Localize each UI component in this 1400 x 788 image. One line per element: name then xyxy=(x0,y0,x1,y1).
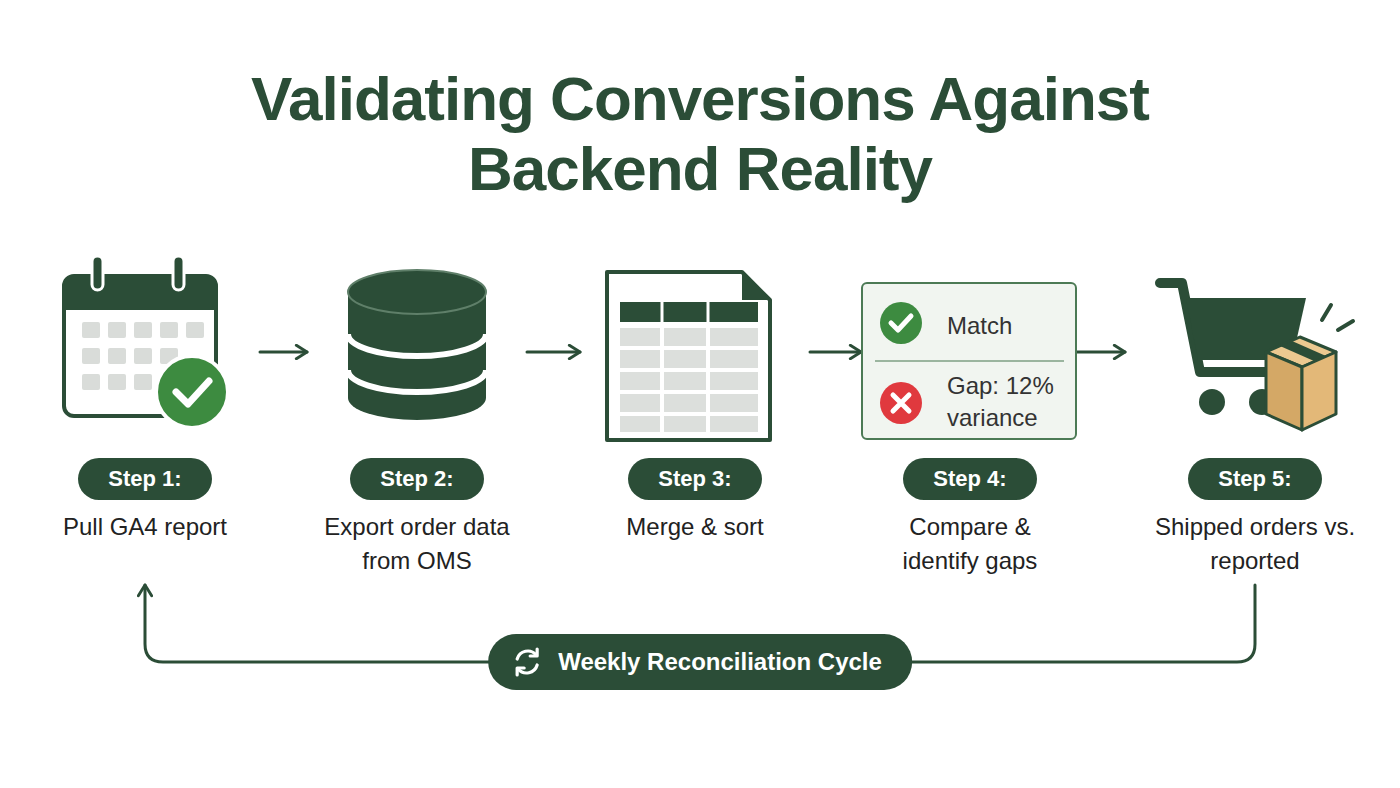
card-divider xyxy=(875,360,1064,362)
calendar-ring xyxy=(92,256,103,290)
result-card: MatchGap: 12% variance xyxy=(861,282,1077,440)
sheet-divider xyxy=(707,302,710,322)
match-badge xyxy=(880,302,922,344)
calendar-ring xyxy=(173,256,184,290)
sheet-cell xyxy=(664,372,706,390)
calendar-day xyxy=(82,374,100,390)
sheet-cells xyxy=(620,328,758,432)
cycle-arrow-head xyxy=(530,649,537,656)
match-text: Match xyxy=(947,310,1067,342)
step-number: Step 4: xyxy=(903,458,1036,500)
process-step: Step 2: Export order data from OMS xyxy=(307,255,527,585)
process-step: Step 1: Pull GA4 report xyxy=(30,255,260,585)
sheet-cell xyxy=(620,394,660,412)
step-number: Step 5: xyxy=(1188,458,1321,500)
cart-wheel xyxy=(1199,389,1225,415)
box-front xyxy=(1302,352,1336,430)
calendar-day xyxy=(160,322,178,338)
cross-mark xyxy=(893,395,909,411)
database-icon xyxy=(348,270,486,420)
diagram-title: Validating Conversions Against Backend R… xyxy=(250,64,1150,204)
calendar-body xyxy=(64,276,216,416)
sheet-cell xyxy=(710,328,758,346)
box-side xyxy=(1266,352,1302,430)
cycle-icon xyxy=(510,645,544,679)
step-description: Export order data from OMS xyxy=(307,510,527,578)
step-pill: Step 5: xyxy=(1125,458,1385,500)
cart-icon xyxy=(1160,283,1353,430)
flow-arrow xyxy=(810,351,861,354)
sparkle-line xyxy=(1338,321,1353,330)
calendar-day xyxy=(134,374,152,390)
step-number: Step 1: xyxy=(78,458,211,500)
step-description: Merge & sort xyxy=(580,510,810,544)
sheet-cell xyxy=(620,328,660,346)
calendar-day xyxy=(108,374,126,390)
sheet-page xyxy=(607,272,770,440)
sheet-cell xyxy=(620,350,660,368)
sheet-cell xyxy=(664,350,706,368)
calendar-day xyxy=(134,348,152,364)
step-number: Step 3: xyxy=(628,458,761,500)
card-symbols xyxy=(875,302,1064,424)
sheet-divider xyxy=(661,302,664,322)
box-tape xyxy=(1280,341,1326,361)
check-mark xyxy=(891,316,911,330)
step-pill: Step 2: xyxy=(307,458,527,500)
sparkle-line xyxy=(1322,305,1331,320)
calendar-header xyxy=(64,276,216,310)
database-band xyxy=(348,334,486,356)
process-step: Step 4: Compare & identify gaps MatchGap: … xyxy=(855,255,1085,585)
cycle-arrow-head xyxy=(517,668,524,675)
cart-wheel xyxy=(1249,389,1275,415)
sheet-cell xyxy=(664,328,706,346)
cart-basket xyxy=(1186,298,1306,360)
calendar-day xyxy=(108,348,126,364)
database-top xyxy=(348,270,486,314)
sheet-header xyxy=(620,302,758,322)
sheet-cell xyxy=(710,350,758,368)
step-description: Compare & identify gaps xyxy=(875,510,1065,578)
cycle-pill: Weekly Reconciliation Cycle xyxy=(488,634,912,690)
flow-arrow xyxy=(527,351,580,354)
gap-text: Gap: 12% variance xyxy=(947,370,1059,434)
sheet-cell xyxy=(710,372,758,390)
step-pill: Step 1: xyxy=(30,458,260,500)
calendar-icon xyxy=(64,256,228,428)
flow-arrow xyxy=(260,351,307,354)
sheet-cell xyxy=(710,416,758,432)
sheet-cell xyxy=(664,394,706,412)
cart-handle xyxy=(1160,283,1290,372)
calendar-day xyxy=(186,322,204,338)
database-body xyxy=(348,292,486,420)
gap-badge xyxy=(880,382,922,424)
calendar-day xyxy=(134,322,152,338)
process-step: Step 5: Shipped orders vs. reported xyxy=(1125,255,1385,585)
step-pill: Step 4: xyxy=(855,458,1085,500)
check-badge xyxy=(156,356,228,428)
sheet-cell xyxy=(620,372,660,390)
calendar-day xyxy=(160,348,178,364)
check-mark xyxy=(176,381,209,404)
step-pill: Step 3: xyxy=(580,458,810,500)
step-description: Shipped orders vs. reported xyxy=(1135,510,1375,578)
database-band xyxy=(348,370,486,392)
box-top xyxy=(1266,337,1336,367)
calendar-header xyxy=(64,296,216,310)
step-number: Step 2: xyxy=(350,458,483,500)
calendar-day xyxy=(108,322,126,338)
edge-label: Weekly Reconciliation Cycle xyxy=(558,648,882,676)
spreadsheet-icon xyxy=(607,272,770,440)
sheet-cell xyxy=(710,394,758,412)
sheet-cell xyxy=(620,416,660,432)
calendar-day xyxy=(82,348,100,364)
calendar-grid xyxy=(82,322,204,390)
calendar-day xyxy=(82,322,100,338)
sheet-cell xyxy=(664,416,706,432)
flow-arrow xyxy=(1077,351,1125,354)
sheet-fold xyxy=(742,272,770,300)
process-step: Step 3: Merge & sort xyxy=(580,255,810,585)
step-description: Pull GA4 report xyxy=(30,510,260,544)
